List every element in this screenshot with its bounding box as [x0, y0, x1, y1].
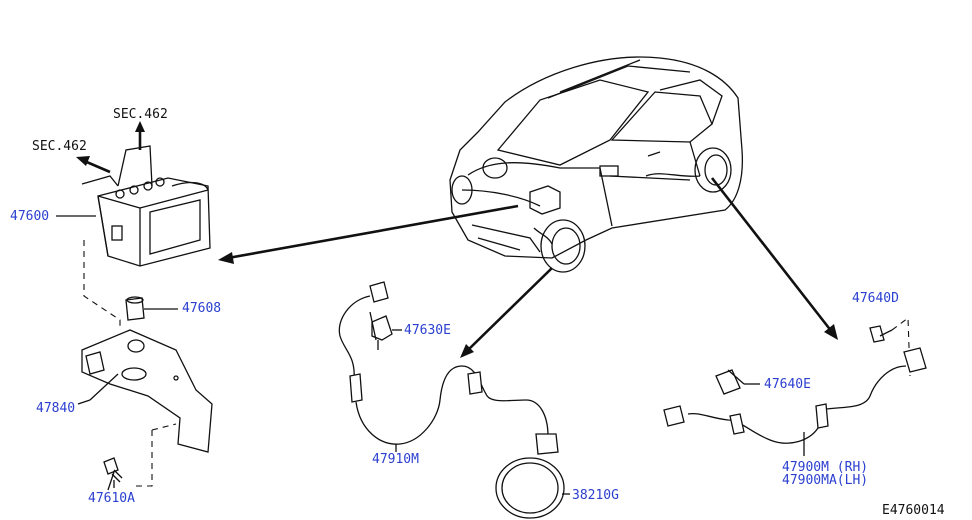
sensor-47910m [338, 281, 559, 455]
part-47910m-link[interactable]: 47910M [372, 452, 419, 467]
sec-462-left-label: SEC.462 [32, 139, 87, 154]
sensor-rotor-38210g [495, 457, 570, 519]
car-illustration [449, 56, 744, 273]
sec-462-top-label: SEC.462 [113, 107, 168, 122]
part-47900ma-link[interactable]: 47900MA(LH) [782, 473, 869, 488]
bracket-47840 [81, 329, 213, 453]
label-leaders [56, 215, 760, 488]
part-38210g-link[interactable]: 38210G [572, 488, 619, 503]
part-47610a-link[interactable]: 47610A [88, 491, 135, 506]
abs-actuator [81, 145, 211, 267]
leader-arrows [218, 177, 838, 358]
part-47900m-link[interactable]: 47900M (RH) [782, 460, 869, 475]
alignment-dashes-left [83, 240, 177, 487]
part-47608-link[interactable]: 47608 [182, 301, 222, 316]
bracket-47640e [715, 369, 745, 395]
part-47630e-link[interactable]: 47630E [404, 323, 451, 338]
part-47640e-link[interactable]: 47640E [764, 377, 811, 392]
bolt-47610a [103, 457, 123, 491]
sensor-47900m [663, 347, 927, 456]
bolt-47640d [869, 316, 911, 377]
figure-reference: E4760014 [882, 503, 945, 518]
part-47640d-link[interactable]: 47640D [852, 291, 899, 306]
sec-arrows [76, 121, 145, 174]
bracket-47630e [369, 311, 393, 350]
part-47600-link[interactable]: 47600 [10, 209, 50, 224]
grommet-47608 [125, 296, 178, 321]
part-47840-link[interactable]: 47840 [36, 401, 76, 416]
